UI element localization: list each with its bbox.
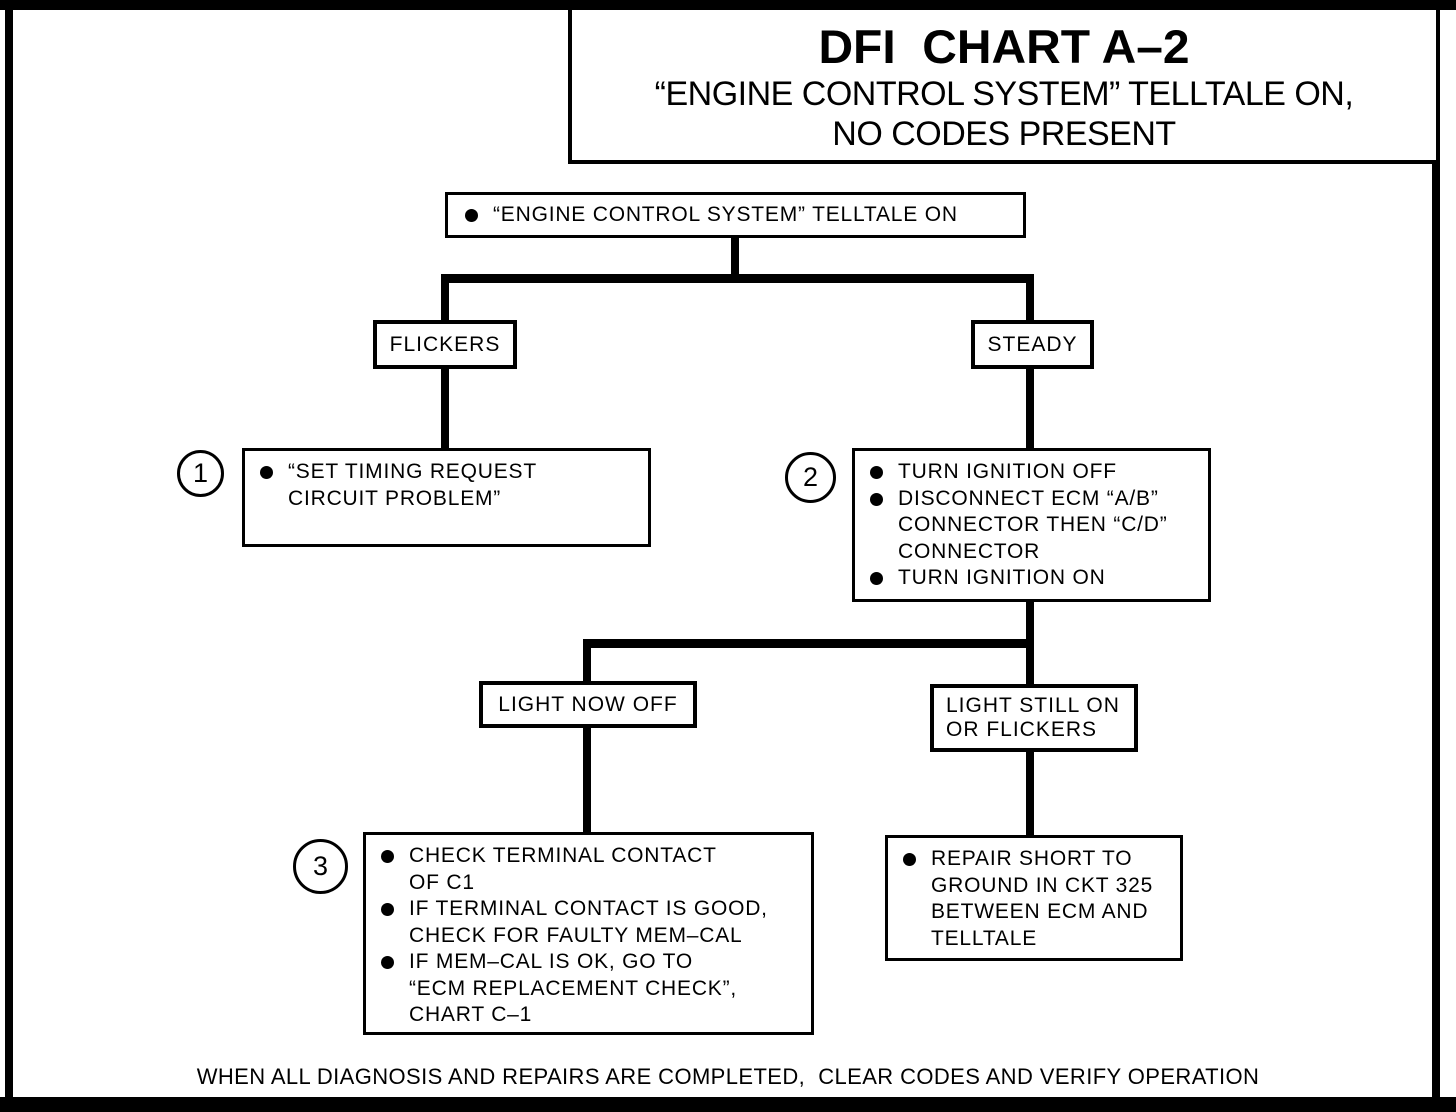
node-telltale-on: “ENGINE CONTROL SYSTEM” TELLTALE ON (445, 192, 1026, 238)
ignition-check-item-2: DISCONNECT ECM “A/B” CONNECTOR THEN “C/D… (898, 486, 1168, 563)
title-box: DFI CHART A–2 “ENGINE CONTROL SYSTEM” TE… (568, 6, 1440, 164)
bullet-icon (870, 492, 883, 506)
node-repair-short: REPAIR SHORT TO GROUND IN CKT 325 BETWEE… (885, 835, 1183, 961)
page-border-bottom (0, 1097, 1456, 1112)
node-ignition-check: TURN IGNITION OFF DISCONNECT ECM “A/B” C… (852, 448, 1211, 602)
terminal-check-item-1: CHECK TERMINAL CONTACT OF C1 (409, 844, 717, 894)
page-border-top (0, 0, 1456, 10)
set-timing-text: “SET TIMING REQUEST CIRCUIT PROBLEM” (288, 460, 537, 510)
node-light-now-off: LIGHT NOW OFF (479, 681, 697, 728)
chart-title: DFI CHART A–2 (818, 20, 1190, 73)
node-terminal-check: CHECK TERMINAL CONTACT OF C1 IF TERMINAL… (363, 832, 814, 1035)
terminal-check-item-2: IF TERMINAL CONTACT IS GOOD, CHECK FOR F… (409, 897, 768, 947)
step-number-2: 2 (802, 462, 819, 492)
ignition-check-item-3: TURN IGNITION ON (898, 566, 1106, 589)
connector-flickers-down (441, 366, 449, 450)
ignition-check-item-1: TURN IGNITION OFF (898, 460, 1117, 483)
bullet-icon (870, 572, 883, 585)
footer-note: WHEN ALL DIAGNOSIS AND REPAIRS ARE COMPL… (196, 1064, 1260, 1089)
connector-branch-bar (441, 274, 1034, 283)
chart-subtitle-line1: “ENGINE CONTROL SYSTEM” TELLTALE ON, (654, 75, 1354, 113)
page-border-right (1432, 0, 1440, 1112)
bullet-icon (260, 466, 273, 479)
step-number-3: 3 (312, 851, 329, 881)
connector-result-bar (583, 639, 1034, 648)
bullet-icon (870, 466, 883, 479)
repair-short-text: REPAIR SHORT TO GROUND IN CKT 325 BETWEE… (931, 847, 1154, 950)
connector-light-off-down (583, 726, 591, 834)
node-light-still-on: LIGHT STILL ON OR FLICKERS (930, 684, 1138, 752)
bullet-icon (381, 903, 394, 916)
connector-light-on-down (1026, 750, 1034, 838)
bullet-icon (903, 853, 916, 866)
connector-to-light-off (583, 639, 591, 684)
step-circle-1: 1 (177, 450, 224, 497)
page-border-left (5, 0, 13, 1112)
bullet-icon (381, 850, 394, 863)
node-set-timing: “SET TIMING REQUEST CIRCUIT PROBLEM” (242, 448, 651, 547)
chart-subtitle-line2: NO CODES PRESENT (832, 115, 1176, 153)
step-number-1: 1 (192, 458, 209, 488)
bullet-icon (465, 208, 478, 222)
node-telltale-on-text: “ENGINE CONTROL SYSTEM” TELLTALE ON (493, 203, 958, 226)
bullet-icon (381, 956, 394, 969)
connector-steady-down (1026, 366, 1034, 450)
node-steady: STEADY (971, 320, 1094, 369)
connector-to-flickers (441, 274, 449, 322)
connector-start-stub (731, 236, 739, 281)
connector-to-steady (1026, 274, 1034, 322)
step-circle-2: 2 (785, 452, 836, 503)
step-circle-3: 3 (293, 839, 348, 894)
terminal-check-item-3: IF MEM–CAL IS OK, GO TO “ECM REPLACEMENT… (409, 950, 738, 1026)
node-flickers: FLICKERS (373, 320, 517, 369)
